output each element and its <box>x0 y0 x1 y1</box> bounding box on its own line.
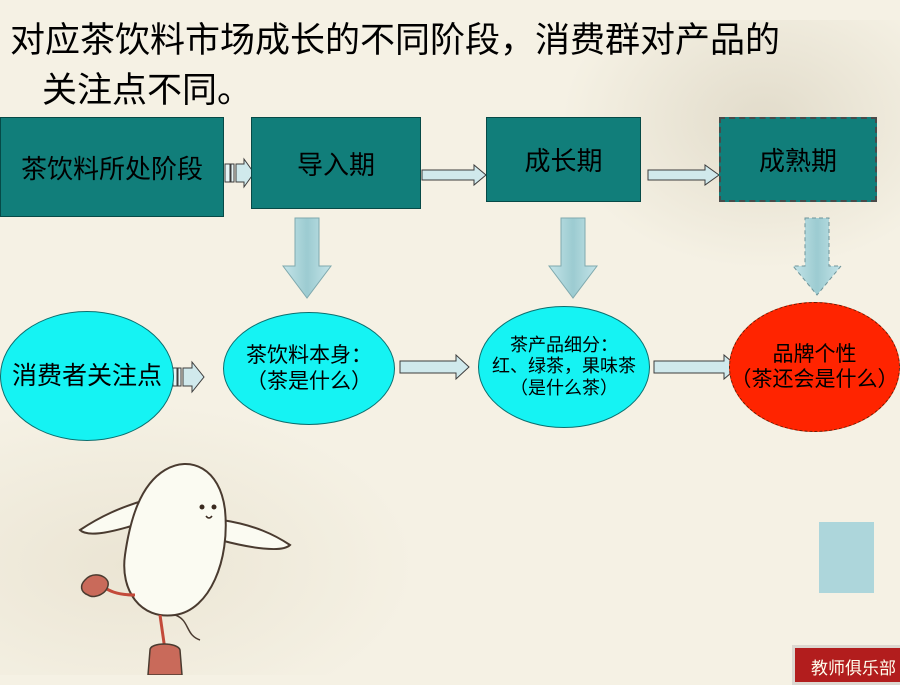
stage-mature-box: 成熟期 <box>719 117 877 202</box>
title-line-1: 对应茶饮料市场成长的不同阶段，消费群对产品的 <box>10 21 781 61</box>
site-badge: 教师俱乐部 <box>792 645 900 685</box>
slide-title: 对应茶饮料市场成长的不同阶段，消费群对产品的 关注点不同。 <box>10 16 895 116</box>
arrow-intro-to-growth-focus <box>399 353 470 381</box>
arrow-growth-to-mature-focus <box>653 353 739 381</box>
focus-mature-line1: 品牌个性 <box>772 341 857 366</box>
focus-growth-line3: （是什么茶） <box>510 377 618 399</box>
arrow-stage-to-intro <box>224 157 255 189</box>
focus-row-label-ellipse: 消费者关注点 <box>0 311 174 441</box>
stage-intro-box: 导入期 <box>251 117 421 209</box>
arrow-down-intro <box>282 217 332 299</box>
stage-mature-label: 成熟期 <box>758 147 837 177</box>
focus-intro-line2: （茶是什么） <box>246 368 372 393</box>
arrow-down-growth <box>548 217 598 299</box>
focus-growth-ellipse: 茶产品细分： 红、绿茶，果味茶 （是什么茶） <box>478 306 650 428</box>
cartoon-character-illustration <box>78 462 292 675</box>
focus-intro-line1: 茶饮料本身： <box>246 343 372 368</box>
focus-mature-ellipse: 品牌个性 （茶还会是什么） <box>729 302 900 432</box>
focus-mature-line2: （茶还会是什么） <box>730 367 899 391</box>
arrow-growth-to-mature <box>647 164 720 186</box>
stage-growth-label: 成长期 <box>524 147 603 177</box>
site-badge-text: 教师俱乐部 <box>811 659 896 679</box>
arrow-focus-to-intro <box>172 360 205 394</box>
focus-growth-line1: 茶产品细分： <box>510 334 618 356</box>
stage-growth-box: 成长期 <box>486 117 641 202</box>
stage-row-label-box: 茶饮料所处阶段 <box>0 117 224 217</box>
decorative-square <box>819 522 874 593</box>
title-line-2: 关注点不同。 <box>42 71 253 111</box>
arrow-intro-to-growth <box>421 163 487 187</box>
stage-row-label: 茶饮料所处阶段 <box>20 154 203 185</box>
arrow-down-mature <box>791 217 843 296</box>
stage-intro-label: 导入期 <box>296 150 375 181</box>
focus-intro-ellipse: 茶饮料本身： （茶是什么） <box>223 312 395 425</box>
focus-row-label: 消费者关注点 <box>11 361 162 390</box>
focus-growth-line2: 红、绿茶，果味茶 <box>492 356 636 378</box>
